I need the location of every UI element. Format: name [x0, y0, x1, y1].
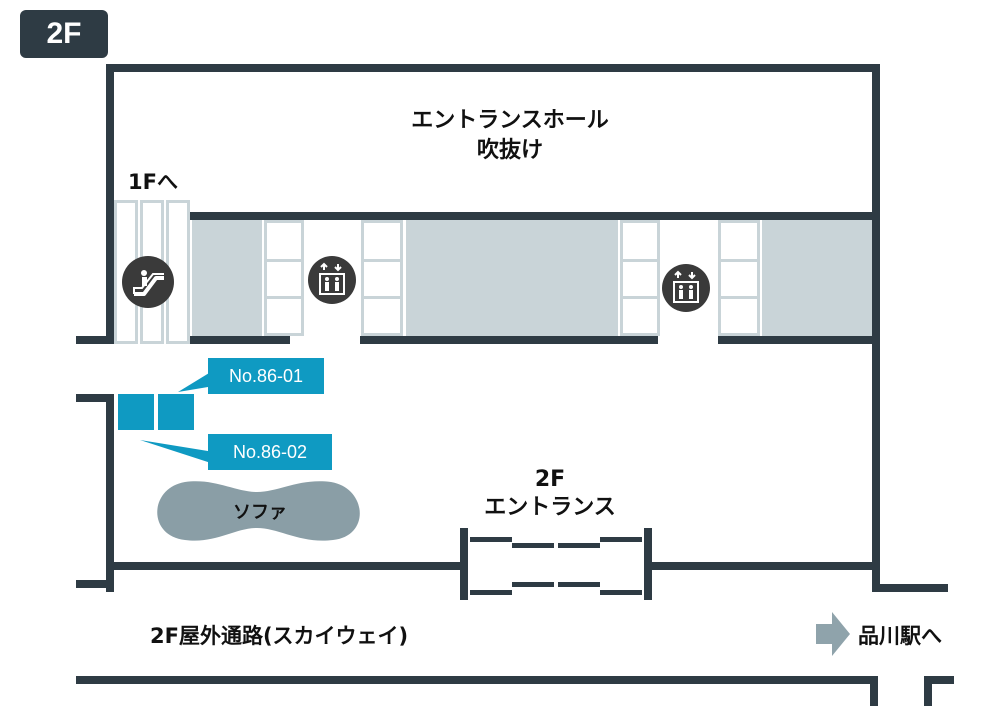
elevator-cell [361, 259, 403, 299]
elevator-icon [662, 264, 710, 312]
door-panel [470, 537, 512, 542]
wall-top [106, 64, 880, 72]
to-station-label[interactable]: 品川駅へ [858, 624, 942, 648]
wall-skyway [76, 676, 878, 684]
elevator-cell [264, 296, 304, 336]
booth-tag-86-01[interactable]: No.86-01 [208, 358, 324, 394]
wall-right [872, 64, 880, 592]
wall-skyway-post-2 [924, 676, 954, 684]
arrow-right-icon [816, 612, 850, 656]
door-panel [600, 537, 642, 542]
door-panel [512, 543, 554, 548]
wall-mid-2 [190, 336, 290, 344]
elevator-cell [361, 296, 403, 336]
wall-left-notch [76, 394, 114, 402]
sofa-shape [157, 481, 360, 541]
booth-tag-86-02[interactable]: No.86-02 [208, 434, 332, 470]
skyway-label: 2F屋外通路(スカイウェイ) [150, 624, 409, 648]
wall-bottom-right [872, 584, 948, 592]
wall-mid-3 [360, 336, 658, 344]
booth-86-02[interactable] [158, 394, 194, 430]
door-frame-right [644, 528, 652, 600]
to-1f-label: 1Fへ [128, 170, 178, 194]
door-panel [600, 590, 642, 595]
door-panel [558, 582, 600, 587]
wall-mid-1 [76, 336, 116, 344]
void-label: 吹抜け [476, 138, 543, 163]
wall-mid-4 [718, 336, 876, 344]
entrance-hall-title: エントランスホール [411, 108, 609, 133]
escalator-icon [122, 256, 174, 308]
entrance-2f-label: 2F エントランス [460, 466, 640, 522]
wall-left-lower [106, 394, 114, 592]
door-frame-left [460, 528, 468, 600]
door-panel [558, 543, 600, 548]
wall-left-upper [106, 64, 114, 344]
wall-skyway-post-1 [870, 676, 878, 706]
door-panel [512, 582, 554, 587]
elevator-cell [620, 220, 660, 262]
elevator-cell [718, 259, 760, 299]
wall-inner-top [190, 212, 872, 220]
wall-bottom-left [76, 580, 114, 588]
entrance-2f-name: エントランス [484, 495, 616, 520]
void-area [192, 220, 262, 336]
floor-badge: 2F [20, 10, 108, 58]
elevator-cell [718, 220, 760, 262]
entrance-2f-floor: 2F [534, 467, 566, 492]
entrance-hall-label: エントランスホール 吹抜け [380, 106, 640, 166]
void-area [762, 220, 872, 336]
wall-bottom-1 [106, 562, 468, 570]
elevator-cell [264, 259, 304, 299]
elevator-cell [620, 296, 660, 336]
void-area [406, 220, 618, 336]
booth-86-01[interactable] [118, 394, 154, 430]
wall-bottom-2 [650, 562, 878, 570]
wall-skyway-post-3 [924, 676, 932, 706]
door-panel [470, 590, 512, 595]
elevator-icon [308, 256, 356, 304]
sofa-label: ソファ [233, 502, 287, 523]
elevator-cell [718, 296, 760, 336]
